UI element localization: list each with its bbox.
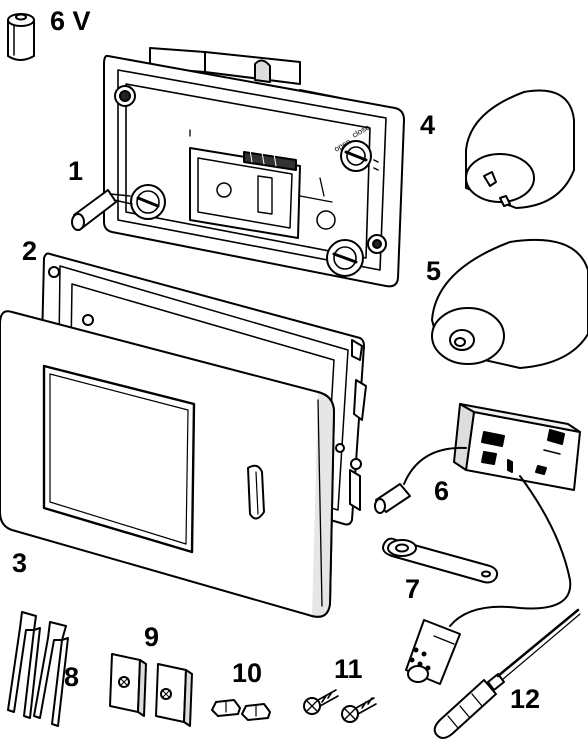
part-11-screws	[303, 689, 377, 723]
part-number-5: 5	[426, 256, 442, 286]
part-number-2: 2	[22, 236, 38, 266]
battery-label: 6 V	[50, 6, 91, 36]
part-number-7: 7	[405, 574, 421, 604]
part-number-10: 10	[232, 658, 263, 688]
part-5-battery-housing	[431, 238, 588, 369]
part-6-sensor-module	[374, 403, 581, 685]
part-7-key-tool	[382, 537, 499, 584]
part-3-cover-plate	[0, 310, 335, 618]
part-9-nut-blocks	[109, 653, 193, 727]
part-12-screwdriver	[433, 608, 581, 739]
part-number-9: 9	[144, 622, 160, 652]
part-number-4: 4	[420, 110, 436, 140]
part-8-clips	[7, 611, 69, 727]
part-number-3: 3	[12, 548, 28, 578]
part-1-mounting-frame: open close	[103, 47, 405, 288]
battery-6v	[7, 13, 35, 61]
part-number-12: 12	[510, 684, 541, 714]
part-10-caps	[211, 699, 271, 721]
sensor-plug	[71, 189, 133, 231]
part-number-1: 1	[68, 156, 84, 186]
part-number-6: 6	[434, 476, 450, 506]
part-4-cap	[465, 89, 575, 209]
part-number-8: 8	[64, 662, 80, 692]
part-number-11: 11	[334, 654, 363, 684]
